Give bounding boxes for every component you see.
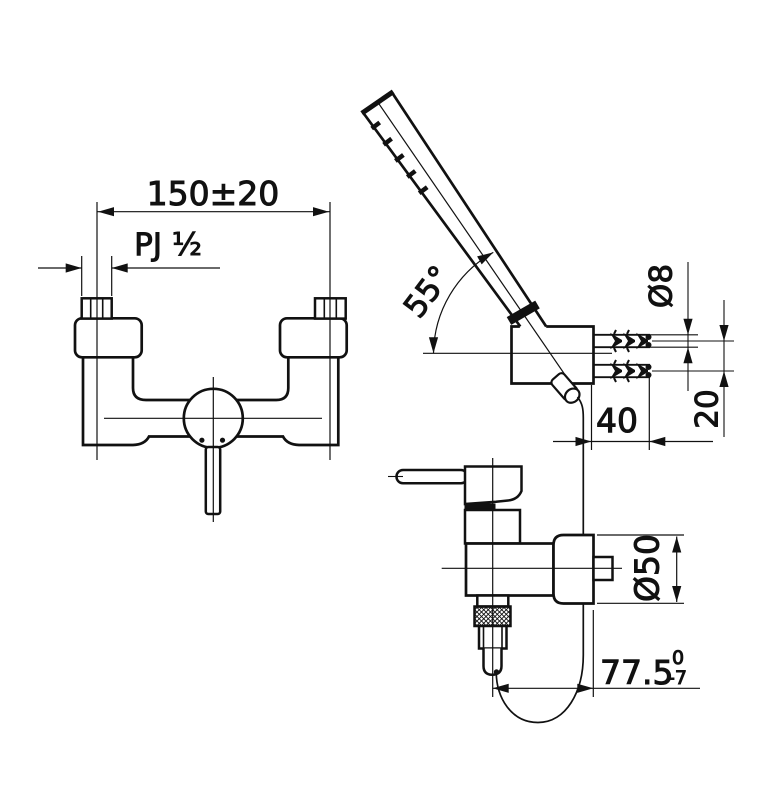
dimension-outlet-offset: 77.5 0 -7 xyxy=(492,610,700,697)
dimension-center-distance: 150±20 xyxy=(97,174,330,217)
front-center-lines xyxy=(96,202,331,522)
dimension-anchor-depth: 40 xyxy=(553,378,713,450)
cold-indicator-dot xyxy=(219,437,226,443)
hand-shower-body xyxy=(363,92,547,328)
dim-775-tol-lower: -7 xyxy=(668,667,687,689)
lever-gap-band xyxy=(464,503,496,510)
dimension-thread-size: PJ ½ xyxy=(38,227,220,296)
left-thread-nipple xyxy=(80,297,113,320)
hose-cone-clip xyxy=(550,372,581,404)
dim-55-label: 55° xyxy=(397,259,459,325)
right-wall-flange xyxy=(278,316,349,359)
shower-grip-band xyxy=(506,300,540,325)
left-wall-flange xyxy=(73,316,144,359)
shower-axis-line xyxy=(376,100,574,387)
dim-20-label: 20 xyxy=(690,389,726,428)
dim-150-label: 150±20 xyxy=(147,174,280,213)
side-center-lines xyxy=(441,458,622,697)
dim-d50-label: Ø50 xyxy=(628,534,667,602)
dim-775-tol-upper: 0 xyxy=(672,647,684,669)
hose-attach-dot xyxy=(493,669,500,675)
dimension-anchor-spacing: 20 xyxy=(652,300,734,437)
wall-anchor-screw-bottom xyxy=(593,359,652,383)
hand-shower-edges xyxy=(361,91,548,328)
side-view-mixer xyxy=(388,458,622,697)
shower-hose xyxy=(495,396,585,724)
dim-pj-label: PJ ½ xyxy=(134,227,202,263)
dim-775-label: 77.5 xyxy=(600,653,673,692)
dim-40-label: 40 xyxy=(596,401,638,440)
lever-bar-side xyxy=(395,468,469,485)
dim-d8-label: Ø8 xyxy=(644,264,680,308)
wall-anchor-screw-top xyxy=(593,329,652,353)
hand-shower-assembly xyxy=(360,89,652,724)
dimension-flange-diameter: Ø50 xyxy=(597,534,684,604)
dimension-anchor-diameter: Ø8 xyxy=(643,262,698,391)
wall-flange-side xyxy=(552,533,595,605)
hot-indicator-dot xyxy=(199,437,205,443)
dimensions-layer: 150±20 PJ ½ 55° Ø8 20 xyxy=(38,174,734,697)
spray-nozzle-ticks xyxy=(370,120,429,195)
bracket-box-fill xyxy=(511,326,594,384)
mixer-body-side xyxy=(464,542,555,597)
front-view-mixer xyxy=(73,202,349,522)
